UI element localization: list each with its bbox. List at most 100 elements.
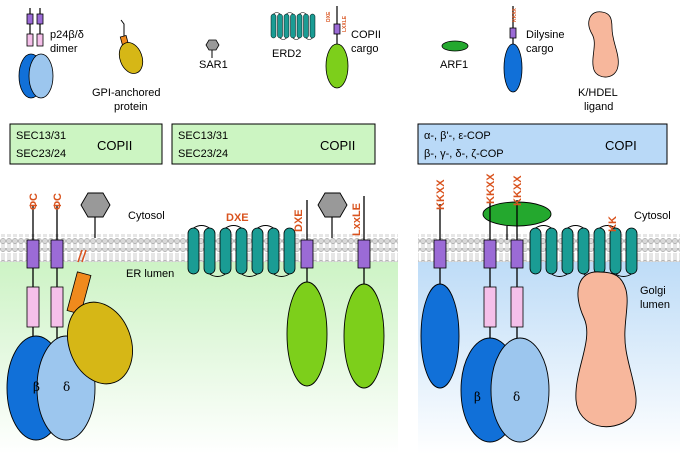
legend-gpi-label-2: protein: [114, 101, 148, 113]
erd2-loop: [305, 37, 313, 40]
erd2-helix: [235, 227, 248, 275]
golgi-motif-kk: KK: [607, 216, 619, 232]
erd2-loop: [567, 225, 584, 229]
legend-gpi-label-1: GPI-anchored: [92, 87, 160, 99]
legend-gpi-protein: GPI-anchored protein: [92, 19, 160, 113]
golgi-p24-dimer: β δ KKXX KKXX: [460, 173, 550, 443]
golgi-cytosol-label: Cytosol: [634, 210, 671, 222]
er-lumen-label: ER lumen: [126, 268, 174, 280]
coat-box-1-line-2: SEC23/24: [16, 148, 66, 160]
erd2-helix: [577, 227, 590, 275]
er-erd2: [187, 225, 296, 277]
golgi-beta-label: β: [474, 390, 481, 404]
legend-delta-subunit: [28, 53, 54, 99]
golgi-motif-kkxx-2: KKXX: [485, 173, 497, 204]
er-motif-phic-2: ΦC: [52, 193, 64, 210]
erd2-loop: [273, 273, 290, 277]
erd2-helix: [270, 13, 277, 39]
erd2-helix: [561, 227, 574, 275]
erd2-loop: [551, 273, 568, 277]
legend-arf1-label: ARF1: [440, 59, 468, 71]
legend-sar1-label: SAR1: [199, 59, 228, 71]
erd2-helix: [529, 227, 542, 275]
erd2-loop: [299, 12, 307, 15]
coat-box-1-line-1: SEC13/31: [16, 130, 66, 142]
legend-arf1: ARF1: [440, 40, 469, 71]
golgi-lumen-label-2: lumen: [640, 299, 670, 311]
er-delta-label: δ: [63, 380, 70, 394]
er-beta-label: β: [33, 380, 40, 394]
erd2-helix: [203, 227, 216, 275]
er-cytosol-label: Cytosol: [128, 210, 165, 222]
coat-box-3-tag: COPI: [605, 138, 637, 153]
erd2-helix: [290, 13, 296, 39]
erd2-loop: [209, 273, 226, 277]
er-cargo-motif-1: DXE: [293, 209, 305, 232]
golgi-khdel-ligand: [575, 271, 637, 428]
legend-copii-cargo-label-1: COPII: [351, 29, 381, 41]
erd2-helix: [593, 227, 606, 275]
erd2-helix: [283, 13, 290, 39]
er-sar1-2: [317, 192, 348, 238]
legend-erd2-label: ERD2: [272, 48, 301, 60]
golgi-motif-kkxx-3: KKXX: [512, 175, 524, 206]
erd2-helix: [219, 227, 232, 275]
legend-copii-cargo-label-2: cargo: [351, 43, 379, 55]
erd2-loop: [279, 37, 287, 40]
erd2-loop: [292, 37, 300, 40]
legend-khdel-ligand: K/HDEL ligand: [578, 11, 619, 113]
erd2-loop: [286, 12, 294, 15]
erd2-loop: [241, 273, 258, 277]
legend-p24-label-1: p24β/δ: [50, 29, 84, 41]
coat-box-copii-1: SEC13/31 SEC23/24 COPII: [9, 123, 163, 165]
erd2-loop: [193, 225, 210, 229]
erd2-helix: [625, 227, 638, 275]
erd2-loop: [273, 12, 281, 15]
coat-box-3-line-2: β-, γ-, δ-, ζ-COP: [424, 148, 504, 160]
legend-dilysine-cargo: KKXX Dilysine cargo: [503, 6, 565, 93]
legend-dilysine-motif: KKXX: [512, 7, 518, 22]
er-gpi-protein: [66, 249, 133, 385]
erd2-loop: [599, 225, 616, 229]
golgi-motif-kkxx-1: KKXX: [435, 179, 447, 210]
er-copii-cargo-2: LxxLE: [343, 196, 385, 389]
legend-copii-motif-2: LXXLE: [342, 15, 348, 32]
coat-box-2-line-1: SEC13/31: [178, 130, 228, 142]
erd2-helix: [303, 13, 309, 39]
legend-copii-cargo: DXE LXXLE COPII cargo: [325, 6, 381, 89]
erd2-loop: [615, 273, 632, 277]
legend-dilysine-label-1: Dilysine: [526, 29, 565, 41]
erd2-helix: [545, 227, 558, 275]
erd2-helix: [187, 227, 200, 275]
er-motif-phic-1: ΦC: [28, 193, 40, 210]
erd2-loop: [535, 225, 552, 229]
legend-khdel-label-1: K/HDEL: [578, 87, 618, 99]
coat-box-1-tag: COPII: [97, 138, 132, 153]
legend-sar1: SAR1: [199, 39, 228, 71]
golgi-delta-label: δ: [513, 390, 520, 404]
golgi-panel: KKXX β δ KKXX KKXX KK Cytosol Golg: [418, 173, 680, 454]
erd2-helix: [609, 227, 622, 275]
er-copii-cargo-1: DXE: [286, 200, 328, 387]
coat-box-2-tag: COPII: [320, 138, 355, 153]
erd2-loop: [225, 225, 242, 229]
erd2-loop: [257, 225, 274, 229]
erd2-helix: [277, 13, 283, 39]
erd2-helix: [309, 13, 316, 39]
legend-khdel-label-2: ligand: [584, 101, 613, 113]
coat-box-copii-2: SEC13/31 SEC23/24 COPII: [171, 123, 376, 165]
er-erd2-motif: DXE: [226, 212, 249, 224]
legend-dilysine-label-2: cargo: [526, 43, 554, 55]
erd2-helix: [296, 13, 303, 39]
golgi-erd2: [529, 225, 638, 277]
erd2-helix: [267, 227, 280, 275]
erd2-helix: [283, 227, 296, 275]
coat-box-2-line-2: SEC23/24: [178, 148, 228, 160]
er-panel: β δ ΦC ΦC Cytosol DXE ER lumen DXE: [0, 192, 398, 454]
coat-box-copi: α-, β'-, ε-COP β-, γ-, δ-, ζ-COP COPI: [417, 123, 668, 165]
golgi-dilysine-cargo: KKXX: [420, 179, 460, 389]
golgi-lumen-label-1: Golgi: [640, 285, 666, 297]
erd2-helix: [251, 227, 264, 275]
legend-erd2: [270, 12, 316, 40]
